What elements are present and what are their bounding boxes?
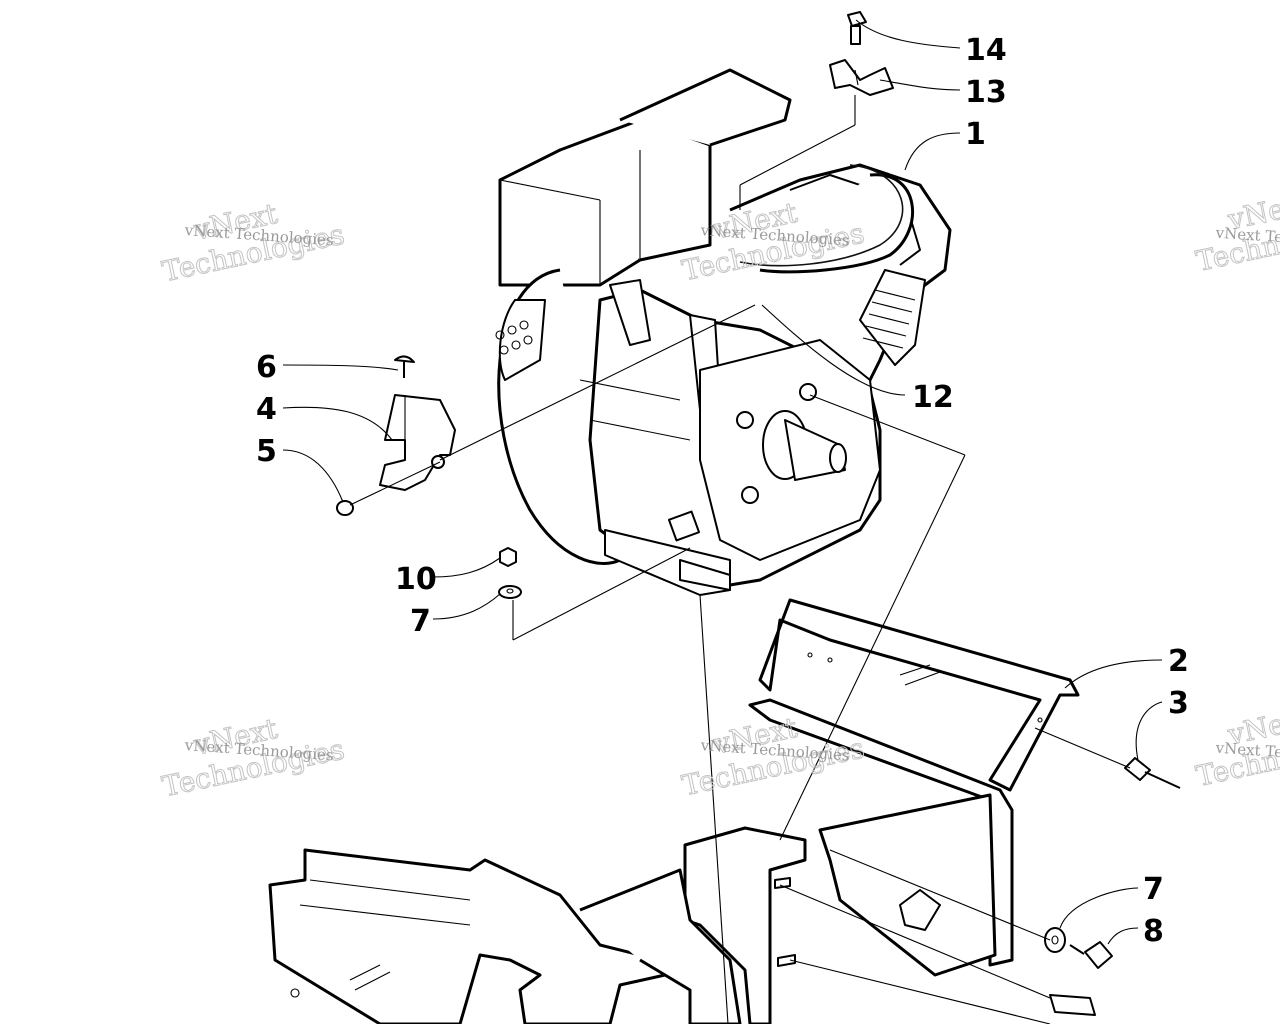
screw-5 [336,461,441,516]
callout-13: 13 [965,75,1007,110]
side-bracket [683,793,997,1024]
callout-10: 10 [395,562,437,597]
washer-7a [498,585,522,599]
callout-7-upper: 7 [410,604,431,639]
callout-3: 3 [1168,686,1189,721]
callout-leaders [282,19,1163,945]
callout-1: 1 [965,117,986,152]
washer-7b [1044,927,1066,953]
callout-5: 5 [256,434,277,469]
bolt-8 [1069,941,1113,969]
engine-assembly [495,68,952,596]
pin-3 [1124,757,1181,789]
callout-6: 6 [256,350,277,385]
mounting-plate-2 [748,598,1080,967]
callout-8: 8 [1143,914,1164,949]
callout-14: 14 [965,33,1007,68]
lower-deck [268,848,742,1024]
callout-2: 2 [1168,644,1189,679]
clamp-13 [829,59,894,96]
bolt-14 [847,11,867,45]
bracket-4 [379,394,456,491]
callout-7-lower: 7 [1143,872,1164,907]
callout-4: 4 [256,392,277,427]
nut-10 [499,547,517,567]
bolt-lower [1049,994,1096,1016]
callout-12: 12 [912,380,954,415]
screw-6 [394,355,415,378]
assembly-lines [439,95,1131,1024]
